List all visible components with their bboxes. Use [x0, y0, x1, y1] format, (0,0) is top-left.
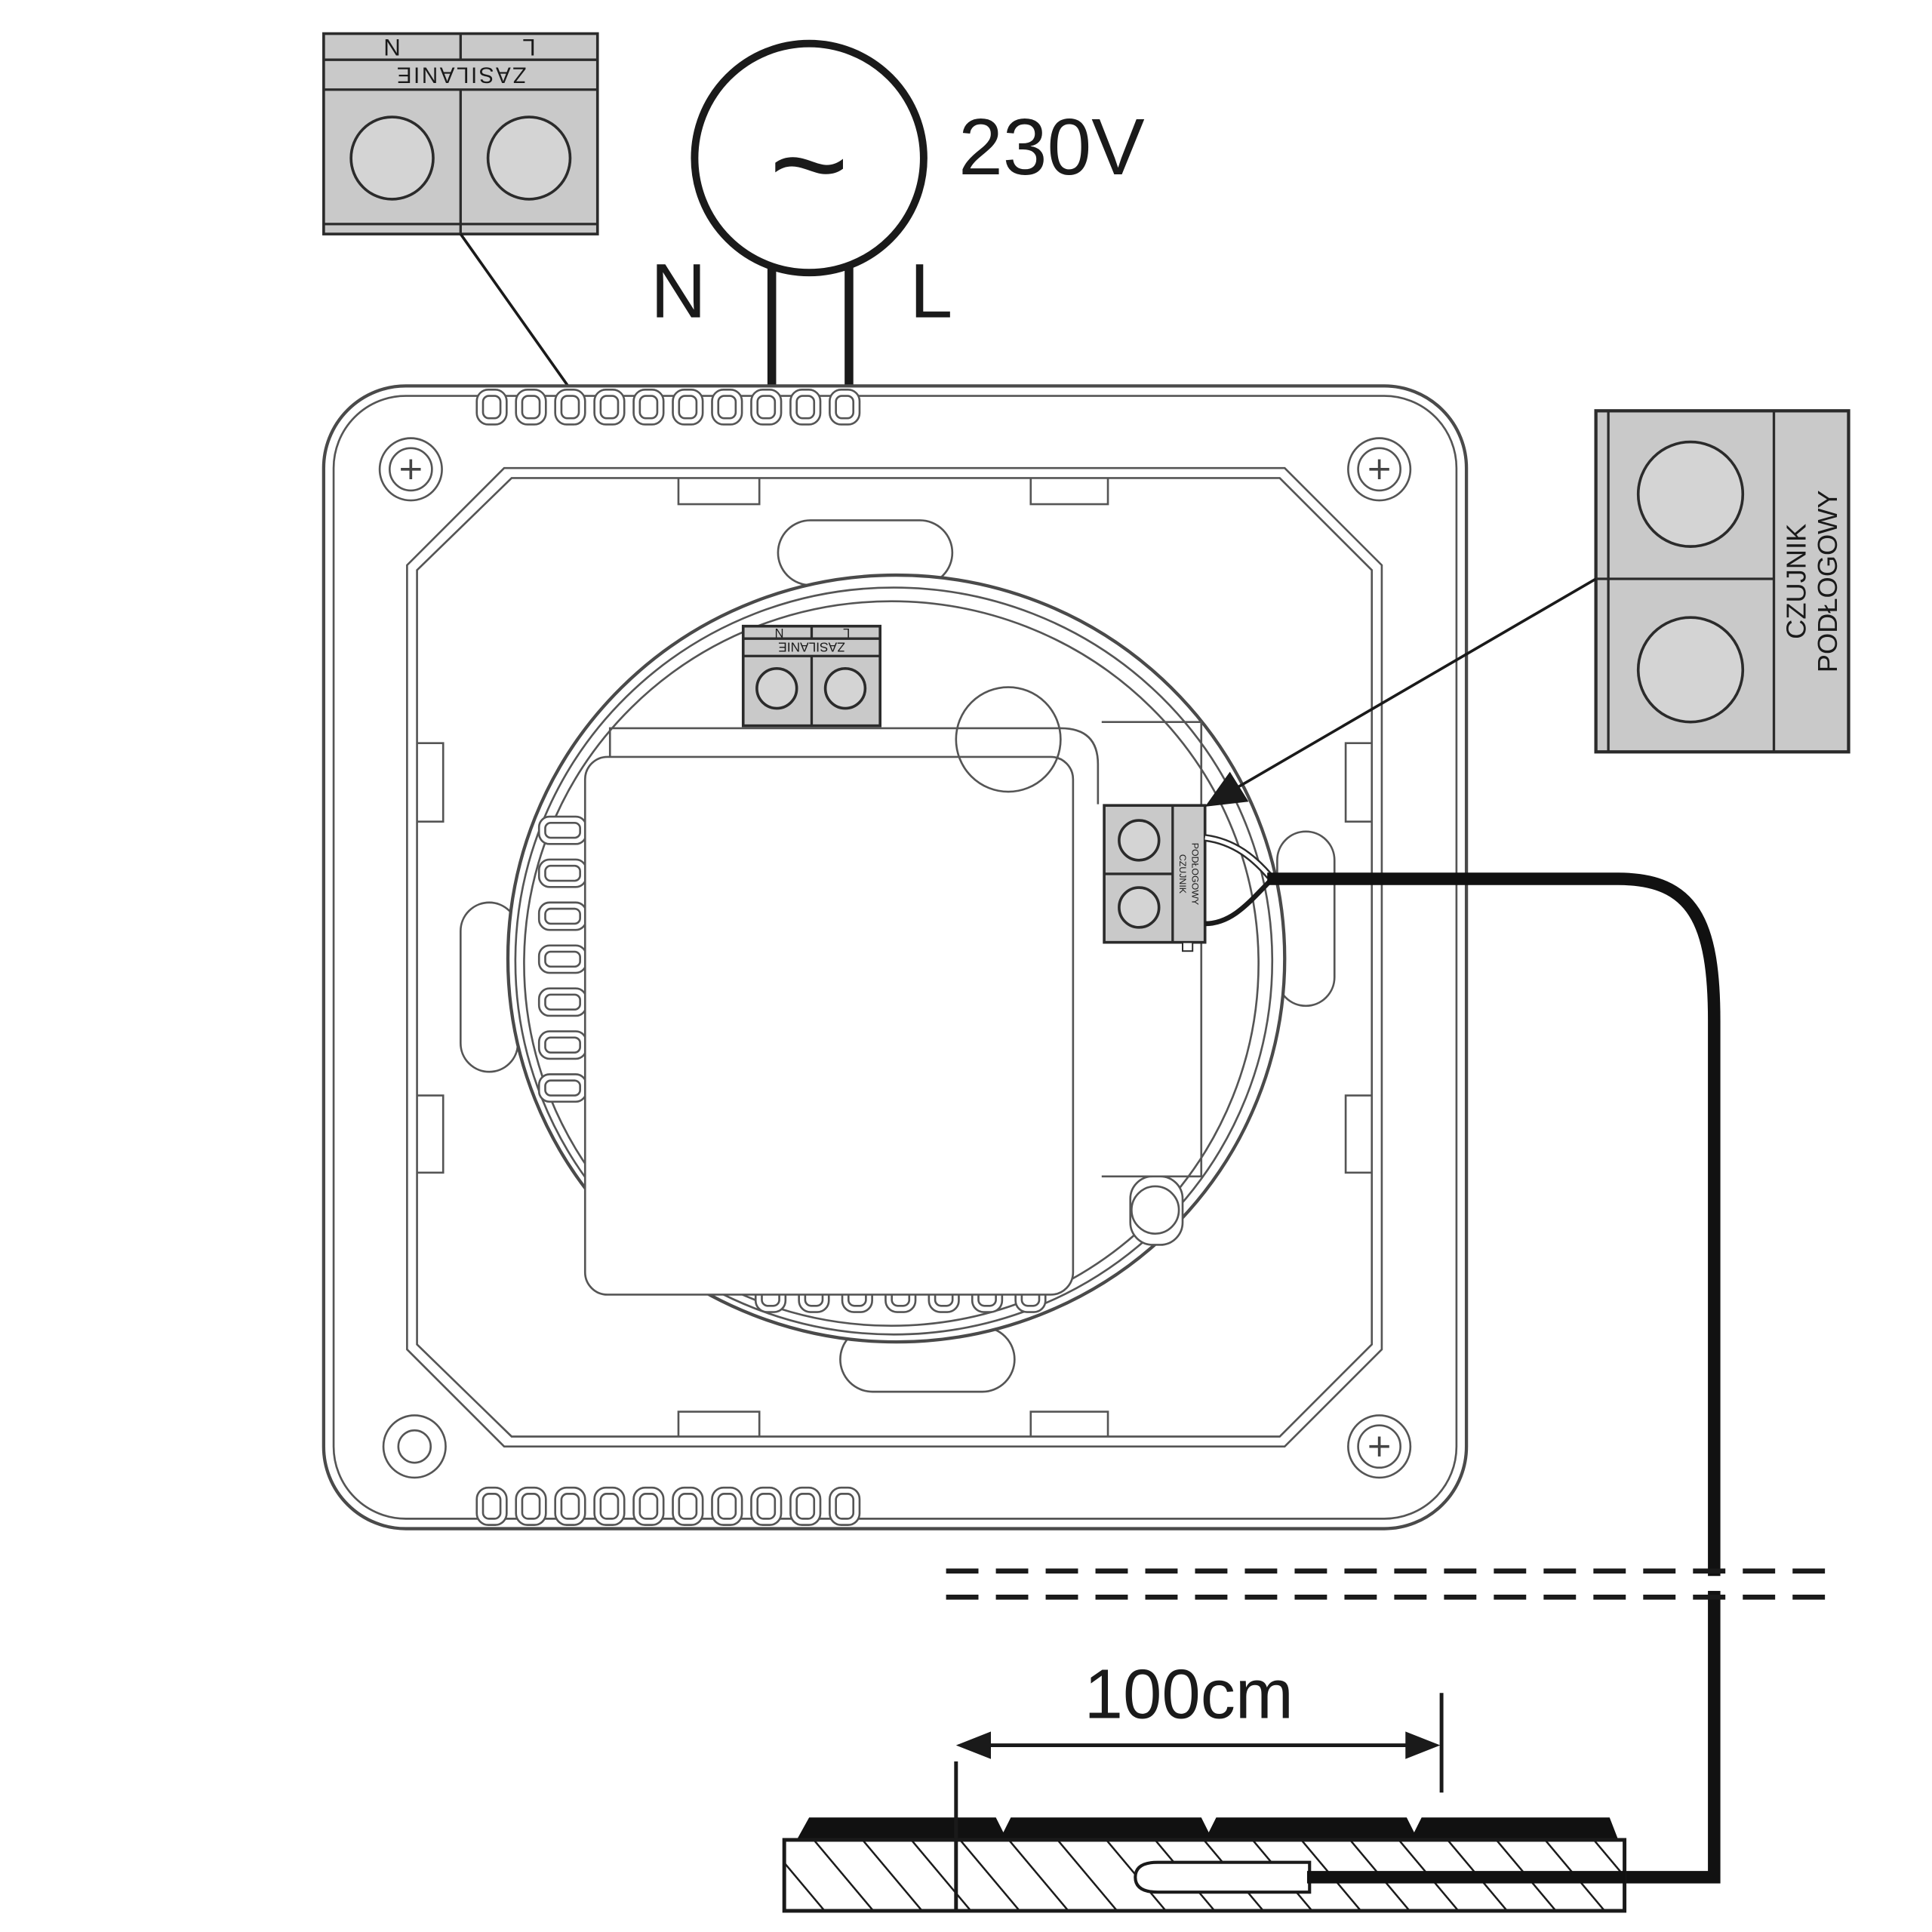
power-terminal-label: ZASILANIE — [395, 62, 526, 87]
vent-slot — [632, 1486, 665, 1526]
sensor-terminal-screw-2 — [1636, 616, 1745, 724]
device-power-terminal: N L ZASILANIE — [741, 624, 881, 728]
sensor-terminal-leader-arrow — [1204, 577, 1597, 807]
vent-slot — [711, 1486, 743, 1526]
power-terminal-screw-l — [486, 115, 572, 201]
vent-slot — [475, 388, 508, 426]
device-power-screw-l — [823, 666, 867, 710]
sensor-cable-main — [1267, 872, 1721, 1884]
floor-sensor-probe — [1134, 1860, 1312, 1894]
ac-symbol: ~ — [769, 88, 849, 241]
vent-slot — [789, 388, 822, 426]
vent-slot — [475, 1486, 508, 1526]
clip-tooth — [537, 901, 588, 931]
vent-slot — [789, 1486, 822, 1526]
device-power-label: ZASILANIE — [778, 640, 844, 655]
vent-slot — [593, 388, 626, 426]
vent-slot — [750, 1486, 783, 1526]
wire-n-label: N — [651, 248, 706, 334]
break-lines — [946, 1568, 1836, 1600]
vent-row-bottom — [475, 1486, 861, 1526]
mounting-slot-right — [1276, 830, 1336, 1008]
device-power-n-label: N — [775, 626, 784, 639]
module-boss — [955, 686, 1062, 793]
clip-tooth — [537, 858, 588, 888]
clip-teeth-left — [537, 815, 588, 1103]
clip-tooth — [537, 1073, 588, 1103]
sensor-terminal-screw-1 — [1636, 440, 1745, 548]
ac-source-circle — [691, 39, 928, 277]
sensor-wire-2 — [1204, 879, 1272, 927]
plate-inner-frame — [332, 395, 1458, 1520]
lower-right-hole — [1131, 1185, 1180, 1235]
vent-slot — [711, 388, 743, 426]
electronics-module — [583, 755, 1075, 1296]
distance-label: 100cm — [1084, 1654, 1294, 1733]
vent-slot — [554, 1486, 586, 1526]
mounting-hole-bottom-left — [382, 1414, 447, 1479]
arrow-left-icon — [955, 1731, 991, 1759]
device-sensor-label-2: PODŁOGOWY — [1190, 843, 1201, 905]
device-power-screw-n — [755, 666, 798, 710]
thermostat-back-plate: N L ZASILANIE CZUJNIK PODŁOGOWY — [321, 384, 1469, 1531]
mounting-screw-bottom-right — [1347, 1414, 1412, 1479]
power-terminal-screw-n — [349, 115, 435, 201]
cable-break-gap — [1700, 1576, 1728, 1592]
vent-row-top — [475, 388, 861, 426]
cross-icon — [1369, 1436, 1389, 1457]
device-sensor-screw-2 — [1118, 886, 1161, 929]
cross-icon — [1369, 459, 1389, 480]
vent-slot — [750, 388, 783, 426]
device-power-l-label: L — [843, 626, 850, 639]
clip-tooth — [537, 815, 588, 845]
arrow-right-icon — [1405, 1731, 1441, 1759]
device-sensor-screw-1 — [1118, 819, 1161, 862]
vent-slot — [554, 388, 586, 426]
ac-source: ~ 230V — [691, 39, 1145, 277]
voltage-label: 230V — [958, 103, 1145, 192]
frame-notches — [417, 478, 1372, 1437]
clip-tooth — [537, 1030, 588, 1060]
module-ring-middle — [514, 586, 1274, 1336]
vent-slot — [593, 1486, 626, 1526]
vent-slot — [829, 1486, 861, 1526]
sensor-terminal-label-1: CZUJNIK — [1781, 524, 1812, 639]
sensor-terminal-label-2: PODŁOGOWY — [1812, 490, 1843, 672]
vent-slot — [672, 1486, 704, 1526]
mounting-screw-top-left — [378, 437, 443, 502]
octagon-frame-outer — [406, 466, 1383, 1448]
vent-slot — [672, 388, 704, 426]
power-terminal-n-label: N — [383, 34, 401, 60]
cross-icon — [401, 459, 421, 480]
mounting-screw-top-right — [1347, 437, 1412, 502]
sensor-cable — [1204, 834, 1721, 1884]
wire-l-label: L — [909, 248, 952, 334]
vent-slot — [515, 1486, 547, 1526]
vent-slot — [515, 388, 547, 426]
floor-covering — [796, 1817, 1619, 1840]
module-ring-inner — [523, 600, 1260, 1327]
power-terminal-detail: N L ZASILANIE — [322, 32, 599, 235]
octagon-frame-inner — [416, 477, 1374, 1438]
sensor-terminal-detail: CZUJNIK PODŁOGOWY — [1594, 409, 1850, 754]
vent-slot — [829, 388, 861, 426]
device-sensor-label-1: CZUJNIK — [1177, 854, 1188, 894]
clip-tooth — [537, 944, 588, 974]
device-sensor-terminal: CZUJNIK PODŁOGOWY — [1103, 804, 1207, 952]
vent-slot — [632, 388, 665, 426]
distance-dimension: 100cm — [954, 1654, 1444, 1911]
module-top-bracket — [608, 727, 1100, 804]
floor-section — [782, 1817, 1627, 1913]
power-terminal-l-label: L — [522, 34, 535, 60]
clip-tooth — [537, 987, 588, 1017]
